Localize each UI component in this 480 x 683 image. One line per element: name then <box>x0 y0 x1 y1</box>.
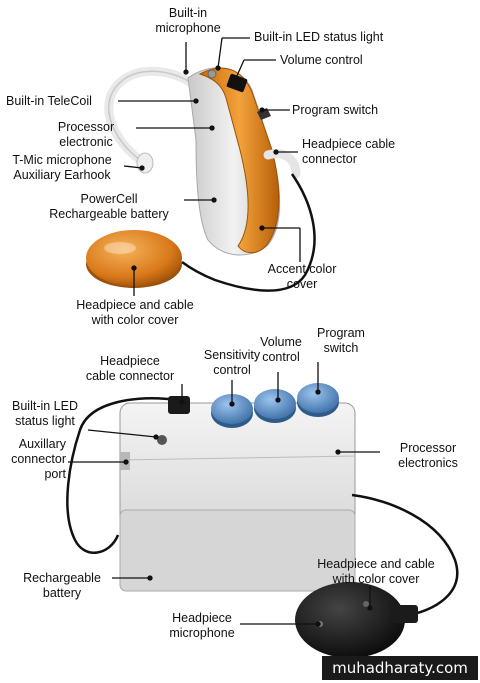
headpiece-black <box>295 582 418 658</box>
label-powercell-battery: PowerCell Rechargeable battery <box>49 192 169 221</box>
label-led-status-light-top: Built-in LED status light <box>254 30 384 44</box>
label-processor-electronics-bottom: Processor electronics <box>398 441 458 470</box>
label-headpiece-cable-bottom: Headpiece and cable with color cover <box>317 557 435 586</box>
leader-lines <box>68 37 380 627</box>
label-built-in-telecoil: Built-in TeleCoil <box>6 94 92 108</box>
label-headpiece-cable-connector-bottom: Headpiece cable connector <box>85 354 175 383</box>
label-built-in-microphone-top: Built-in microphone <box>155 6 221 35</box>
watermark: muhadharaty.com <box>322 656 478 680</box>
label-auxillary-connector-port: Auxillary connector port <box>11 437 66 481</box>
label-headpiece-microphone: Headpiece microphone <box>169 611 235 640</box>
label-program-switch-bottom: Program switch <box>317 326 365 355</box>
label-headpiece-cable-top: Headpiece and cable with color cover <box>76 298 194 327</box>
label-led-status-light-bottom: Built-in LED status light <box>12 399 78 428</box>
label-headpiece-cable-connector-top: Headpiece cable connector <box>302 137 396 166</box>
bte-processor <box>104 66 316 292</box>
headpiece-orange <box>86 230 182 288</box>
label-volume-control-bottom: Volume control <box>260 335 302 364</box>
label-processor-electronic-top: Processor electronic <box>57 120 115 149</box>
label-program-switch-top: Program switch <box>292 103 379 117</box>
label-accent-color-cover: Accent color cover <box>267 262 337 291</box>
body-worn-processor <box>66 383 459 617</box>
label-sensitivity-control: Sensitivity control <box>203 348 261 377</box>
control-buttons <box>211 383 339 428</box>
label-rechargeable-battery-bottom: Rechargeable battery <box>23 571 101 600</box>
label-volume-control-top: Volume control <box>280 53 363 67</box>
label-tmic-auxiliary-earhook: T-Mic microphone Auxiliary Earhook <box>12 153 112 182</box>
